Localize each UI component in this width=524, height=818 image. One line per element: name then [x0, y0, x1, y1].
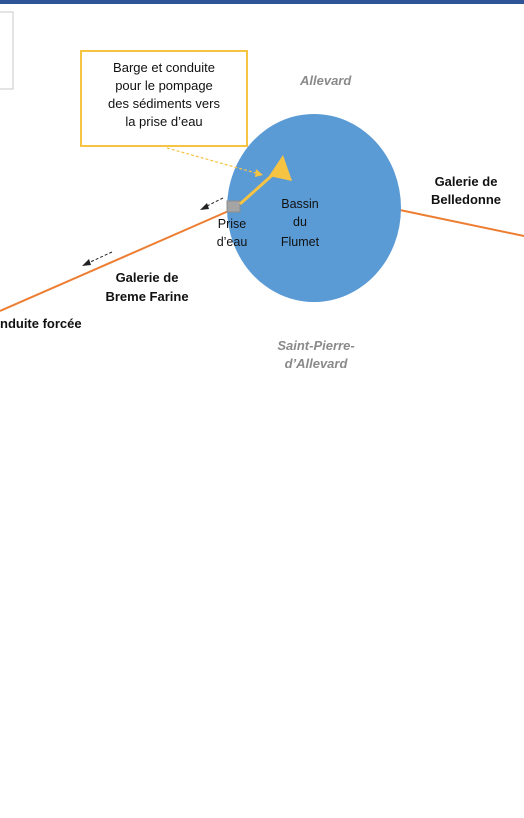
label-prise-line1: Prise: [217, 217, 247, 231]
label-prise-line2: d’eau: [216, 235, 248, 249]
pipe-belledonne: [394, 208, 524, 237]
flow-arrow-intake: [202, 197, 224, 209]
label-allevard: Allevard: [300, 73, 352, 88]
barge-triangle: [269, 155, 292, 181]
left-panel-edge: [0, 11, 14, 90]
label-bassin-line1: Bassin: [281, 197, 319, 211]
water-intake: [226, 200, 241, 213]
callout-line-3: des sédiments vers: [108, 96, 220, 111]
callout-leader: [166, 147, 264, 176]
callout-leader-arrowhead: [255, 169, 263, 177]
barge-callout: Barge et conduite pour le pompage des sé…: [80, 50, 248, 147]
flow-arrowhead-breme: [82, 259, 91, 266]
label-belledonne-line2: Belledonne: [430, 192, 502, 207]
basin-flumet: [227, 114, 401, 302]
callout-line-4: la prise d’eau: [125, 114, 203, 129]
label-breme-line1: Galerie de: [115, 270, 179, 285]
flow-arrowhead-intake: [200, 203, 209, 210]
label-stpierre-line2: d’Allevard: [284, 356, 348, 371]
label-belledonne-line1: Galerie de: [434, 174, 498, 189]
top-border: [0, 0, 524, 4]
label-conduite-forcee: nduite forcée: [0, 316, 82, 331]
label-bassin-line3: Flumet: [280, 235, 320, 249]
label-stpierre-line1: Saint-Pierre-: [277, 338, 355, 353]
label-bassin-line2: du: [293, 215, 307, 229]
pipe-breme-farine: [0, 205, 241, 312]
label-breme-line2: Breme Farine: [105, 289, 189, 304]
callout-line-1: Barge et conduite: [113, 60, 215, 75]
callout-line-2: pour le pompage: [115, 78, 213, 93]
